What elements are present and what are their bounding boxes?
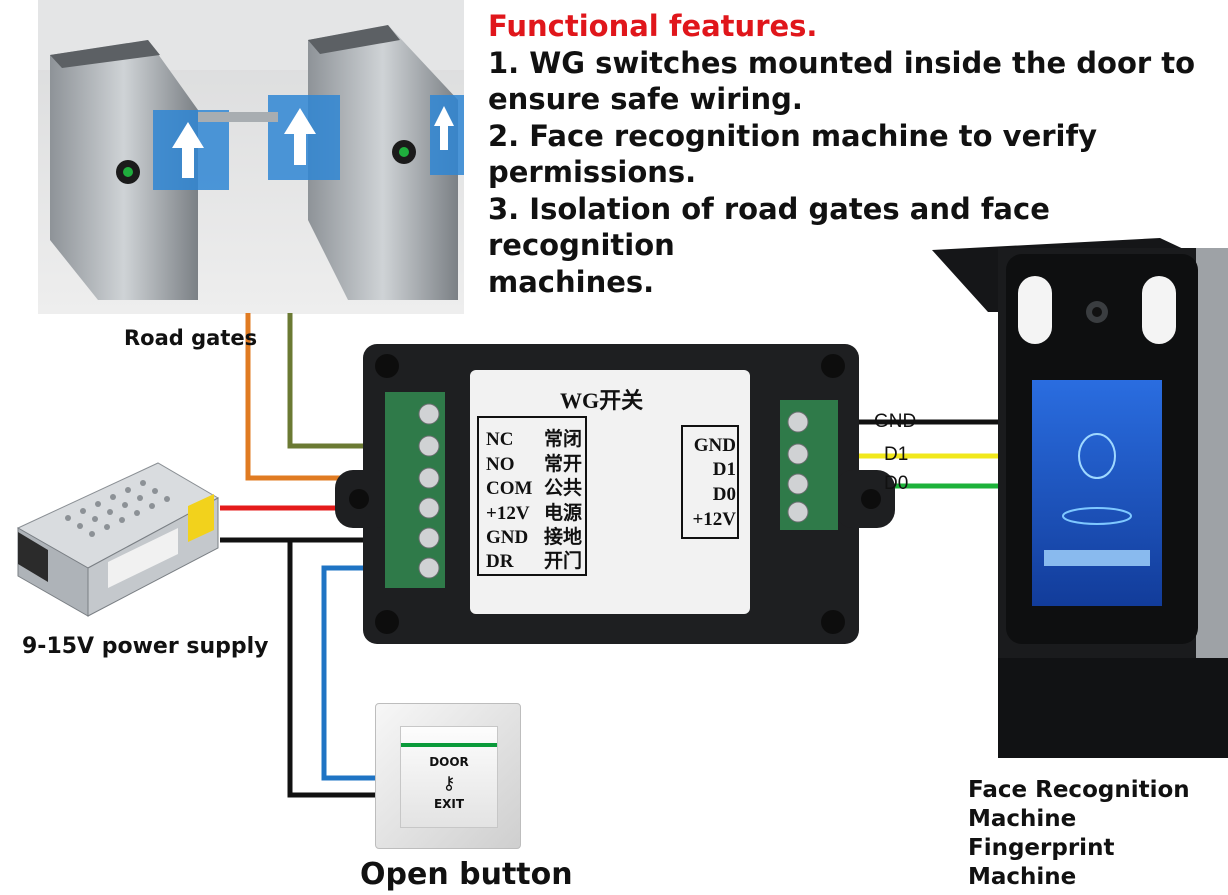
wg-module (335, 344, 895, 644)
terminal-r-gnd: GND (693, 435, 736, 456)
wire-d0-label: D0 (884, 473, 909, 494)
terminal-r-d0: D0 (712, 484, 736, 505)
right-terminal-labels: GND D1 D0 +12V (683, 433, 736, 537)
face-recognition-machine-image (932, 238, 1228, 758)
button-indicator (401, 743, 497, 747)
module-title: WG开关 (560, 388, 644, 413)
button-exit-label: EXIT (433, 797, 465, 811)
feature-line: 2. Face recognition machine to verify (488, 118, 1098, 153)
features-text: Functional features. 1. WG switches moun… (488, 8, 1218, 300)
face-machine-label: Face Recognition Machine Fingerprint Mac… (968, 777, 1190, 890)
wire-d1-label: D1 (884, 444, 909, 465)
key-icon: ⚷ (442, 773, 456, 794)
power-supply-image (16, 462, 220, 617)
terminal-r-d1: D1 (712, 459, 736, 480)
open-button-label: Open button (360, 857, 573, 892)
power-supply-label: 9-15V power supply (22, 634, 269, 659)
feature-line: machines. (488, 264, 655, 299)
feature-line: 1. WG switches mounted inside the door t… (488, 45, 1196, 80)
feature-line: permissions. (488, 155, 697, 189)
terminal-r-12v: +12V (692, 509, 736, 530)
exit-button-image: DOOR ⚷ EXIT (375, 703, 521, 849)
wire-gnd-label: GND (874, 411, 917, 432)
feature-line: 3. Isolation of road gates and face reco… (488, 191, 1050, 263)
feature-line: ensure safe wiring. (488, 82, 803, 116)
button-door-label: DOOR (429, 755, 469, 769)
road-gates-label: Road gates (124, 326, 258, 350)
features-title: Functional features. (488, 9, 818, 43)
road-gate-image (38, 0, 464, 314)
